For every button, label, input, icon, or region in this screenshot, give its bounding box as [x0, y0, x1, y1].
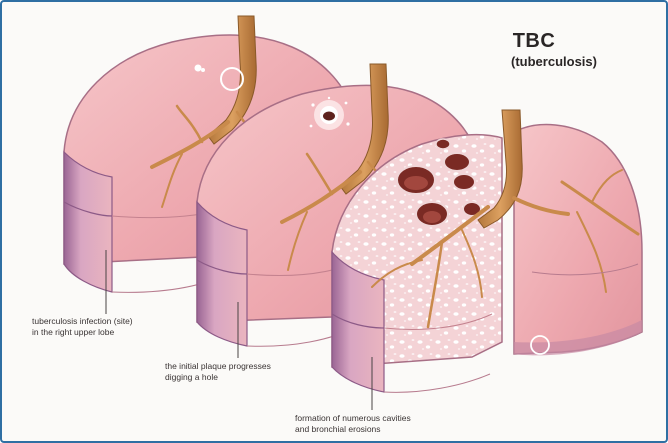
- caption-stage-2: the initial plaque progresses digging a …: [165, 361, 271, 383]
- caption-stage-1-line-1: tuberculosis infection (site): [32, 316, 133, 327]
- figure-subtitle: (tuberculosis): [511, 54, 597, 69]
- caption-stage-3-line-1: formation of numerous cavities: [295, 413, 411, 424]
- caption-stage-3-line-2: and bronchial erosions: [295, 424, 411, 435]
- lung-stage-3-right-lobe: [514, 125, 642, 356]
- figure-title: TBC: [513, 30, 556, 53]
- caption-stage-2-line-2: digging a hole: [165, 372, 271, 383]
- caption-stage-2-line-1: the initial plaque progresses: [165, 361, 271, 372]
- caption-stage-3: formation of numerous cavities and bronc…: [295, 413, 411, 435]
- caption-stage-1-line-2: in the right upper lobe: [32, 327, 133, 338]
- caption-stage-1: tuberculosis infection (site) in the rig…: [32, 316, 133, 338]
